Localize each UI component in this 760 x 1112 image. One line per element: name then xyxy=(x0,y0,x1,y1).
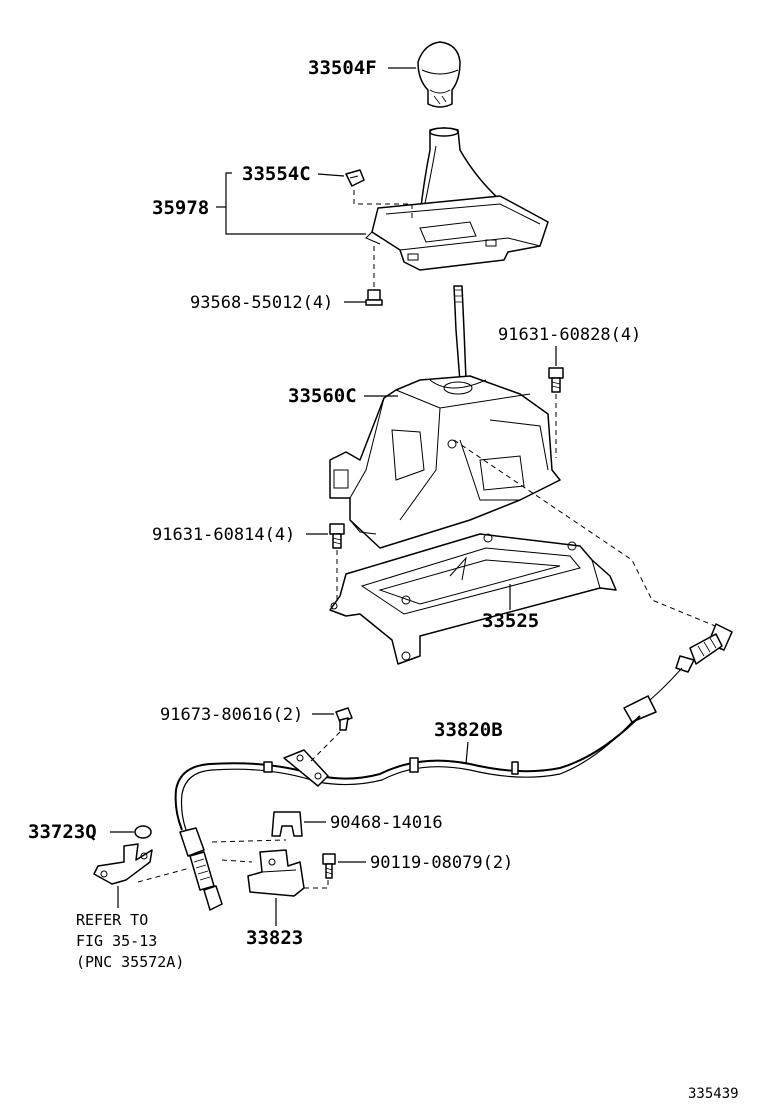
label-boot: 35978 xyxy=(152,197,209,219)
label-cable: 33820B xyxy=(434,719,503,741)
mounting-bracket xyxy=(329,533,617,665)
shifter-housing xyxy=(329,375,561,549)
leader-clip xyxy=(317,173,345,177)
refer-line-1: REFER TO xyxy=(76,911,148,929)
cable-bracket xyxy=(247,849,305,897)
bolt-shifter-top xyxy=(548,367,564,393)
label-boot-bolt: 93568-55012(4) xyxy=(190,293,333,313)
label-shifter-bolt-side: 91631-60814(4) xyxy=(152,525,295,545)
clip-part xyxy=(345,169,365,187)
nut-part xyxy=(134,825,152,839)
dash-retainer xyxy=(211,839,287,843)
dash-cable-link xyxy=(453,439,721,629)
label-shifter: 33560C xyxy=(288,385,357,407)
label-clip: 33554C xyxy=(242,163,311,185)
label-cable-bracket: 33823 xyxy=(246,927,303,949)
dash-bracket-bolt xyxy=(304,880,329,889)
bolt-shifter-side xyxy=(329,523,345,549)
shift-knob xyxy=(417,41,461,108)
refer-line-3: (PNC 35572A) xyxy=(76,953,184,971)
leader-cable xyxy=(465,741,469,765)
label-nut: 33723Q xyxy=(28,821,97,843)
shift-boot-assembly xyxy=(365,127,549,271)
label-bracket-bolt: 90119-08079(2) xyxy=(370,853,513,873)
bolt-cable xyxy=(335,707,353,731)
label-retainer-clip: 90468-14016 xyxy=(330,813,443,833)
dash-clip xyxy=(353,190,413,222)
shift-lever xyxy=(453,285,467,383)
shift-cable xyxy=(174,623,733,911)
bolt-bracket xyxy=(322,853,336,879)
dash-small-bracket xyxy=(137,867,191,883)
label-knob: 33504F xyxy=(308,57,377,79)
label-bracket: 33525 xyxy=(482,610,539,632)
dash-cable-bolt xyxy=(309,731,341,763)
bracket-boot xyxy=(225,172,366,235)
dash-cable-bracket xyxy=(221,859,253,863)
label-cable-bolt: 91673-80616(2) xyxy=(160,705,303,725)
label-shifter-bolt-top: 91631-60828(4) xyxy=(498,325,641,345)
retainer-clip xyxy=(271,811,303,837)
small-bracket xyxy=(93,843,153,885)
figure-number: 335439 xyxy=(688,1086,739,1102)
refer-line-2: FIG 35-13 xyxy=(76,932,157,950)
bolt-boot xyxy=(365,289,383,306)
